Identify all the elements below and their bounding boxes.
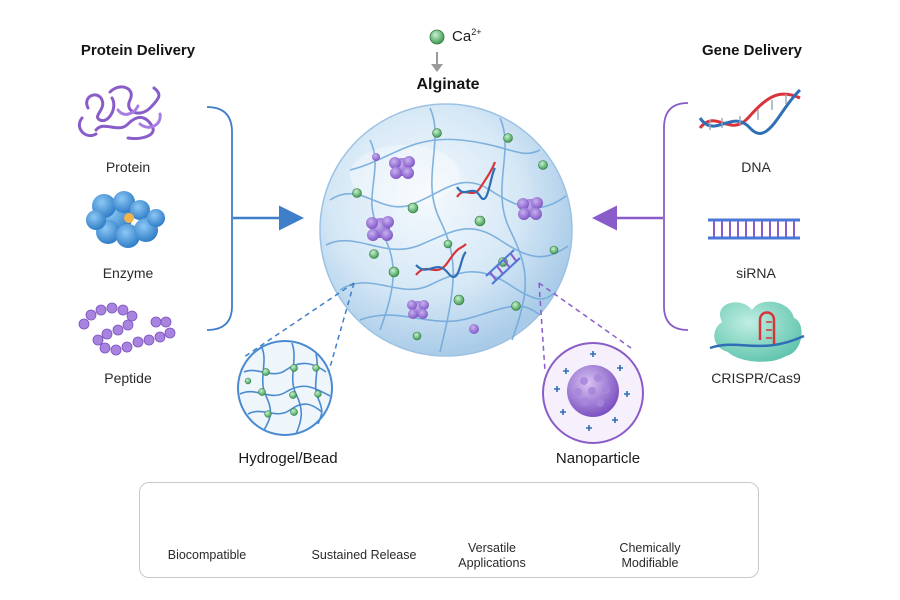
gene-delivery-heading: Gene Delivery [701,42,803,59]
protein-delivery-heading: Protein Delivery [80,42,196,59]
feature-modifiable-line2: Modifiable [621,556,679,570]
nanoparticle-zoom-line-a [538,282,546,372]
hydrogel-label: Hydrogel/Bead [238,450,338,467]
hydrogel-inset [237,340,333,436]
feature-sustained-release-label: Sustained Release [311,548,417,562]
feature-modifiable-line1: Chemically [619,541,681,555]
dna-label: DNA [741,159,771,175]
peptide-label: Peptide [104,370,152,386]
calcium-charge: 2+ [471,27,482,37]
dna-helix-icon [698,88,802,135]
crispr-label: CRISPR/Cas9 [711,370,801,386]
feature-modifiable-label: Chemically Modifiable [590,541,710,571]
protein-ribbon-icon [77,85,162,140]
gene-bracket [663,102,689,331]
enzyme-icon [86,191,165,248]
nanoparticle-label: Nanoparticle [555,450,641,467]
nanoparticle-zoom-line-b [538,282,632,349]
crispr-cas9-icon [709,301,805,362]
hydrogel-zoom-line-a [243,282,355,358]
features-panel [139,482,759,578]
feature-versatile-line2: Applications [458,556,526,570]
enzyme-label: Enzyme [102,265,154,281]
calcium-label: Ca2+ [452,27,481,45]
alginate-bead [319,103,573,357]
feature-versatile-line1: Versatile [468,541,516,555]
peptide-chain-icon [78,302,176,356]
protein-label: Protein [105,159,151,175]
calcium-symbol: Ca [452,28,472,45]
sirna-label: siRNA [736,265,776,281]
sirna-icon [708,218,800,240]
calcium-ion-icon [429,29,445,45]
nanoparticle-inset [542,342,644,444]
feature-versatile-label: Versatile Applications [432,541,552,571]
feature-biocompatible-label: Biocompatible [167,548,247,562]
protein-bracket [206,106,233,331]
alginate-label: Alginate [416,76,480,93]
calcium-arrowhead [431,64,443,72]
